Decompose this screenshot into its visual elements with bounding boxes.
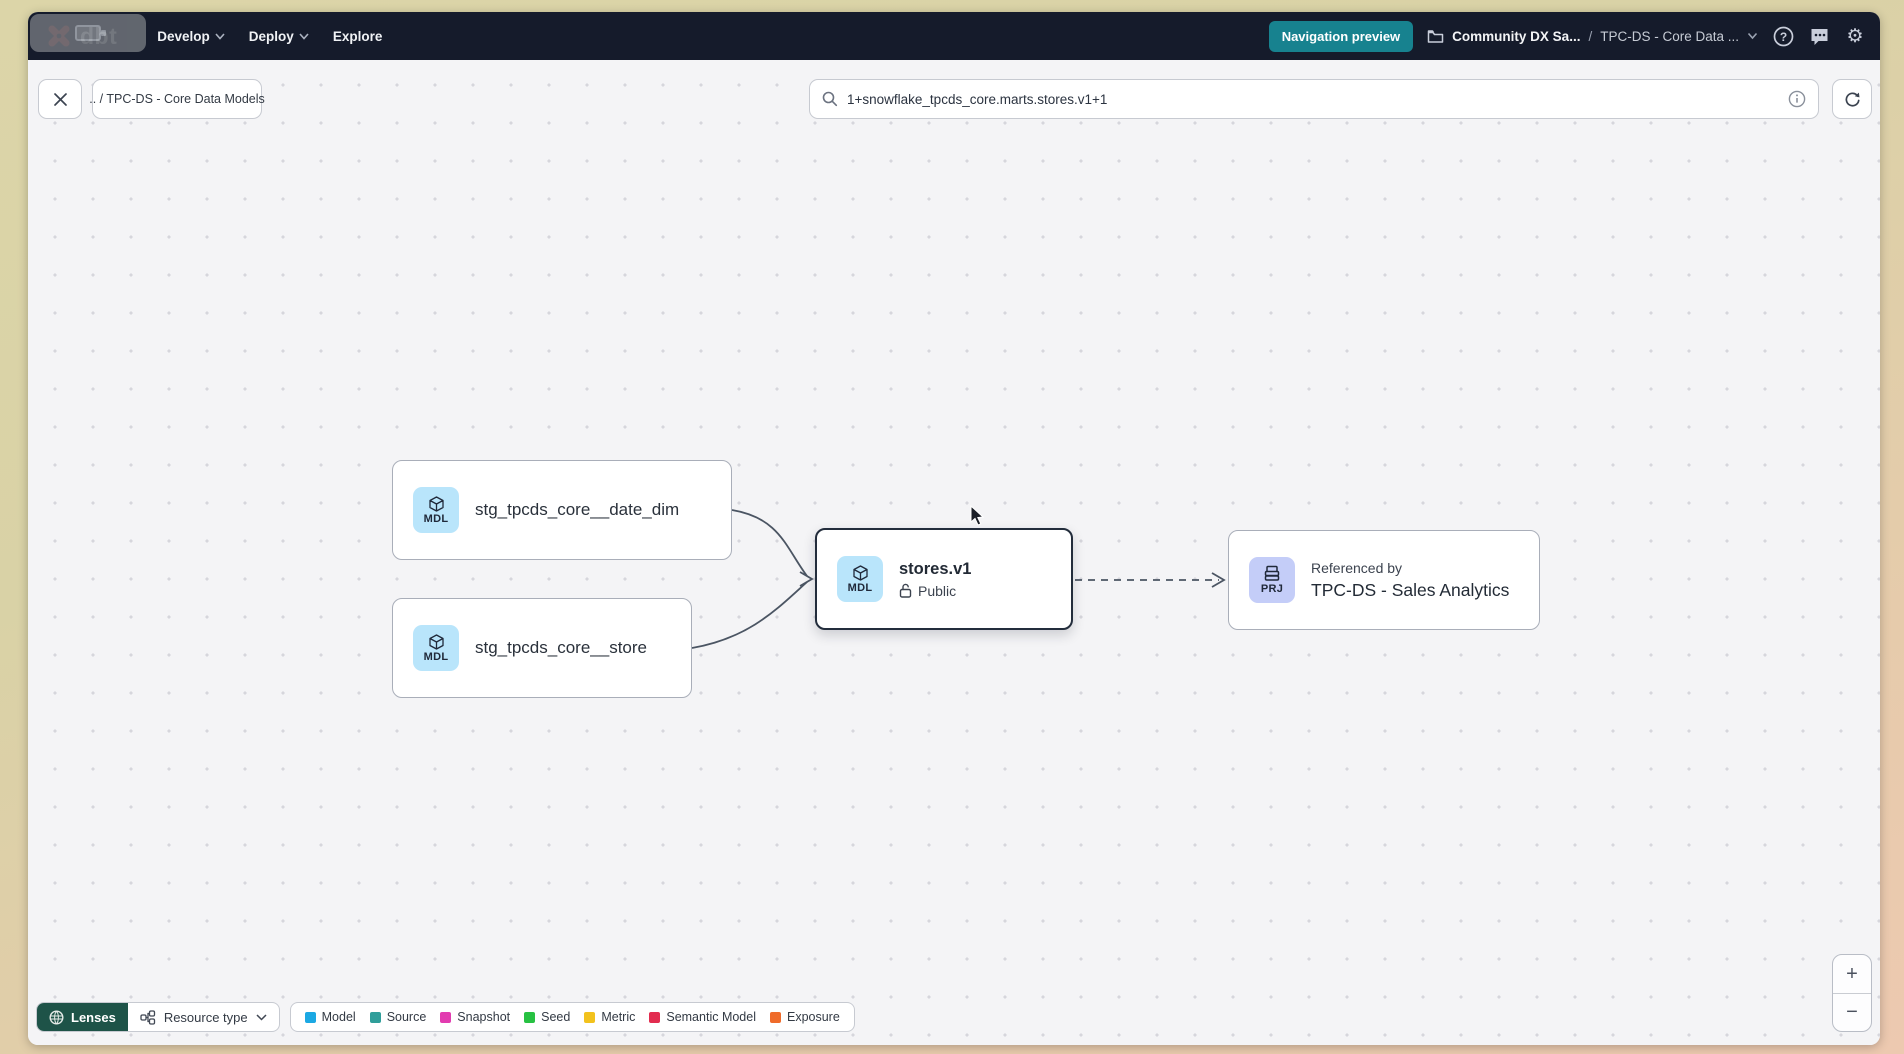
project-breadcrumb[interactable]: Community DX Sa... / TPC-DS - Core Data … — [1427, 29, 1758, 44]
refresh-lineage-button[interactable] — [1832, 79, 1872, 119]
search-icon — [822, 91, 838, 107]
model-node-stores-v1-selected[interactable]: MDL stores.v1 Public — [815, 528, 1073, 630]
svg-text:?: ? — [1779, 30, 1786, 44]
breadcrumb-account[interactable]: Community DX Sa... — [1452, 28, 1581, 44]
zoom-in-button[interactable]: + — [1846, 962, 1858, 985]
info-icon[interactable] — [1788, 90, 1806, 108]
cube-icon — [428, 633, 444, 650]
mouse-cursor — [970, 505, 985, 526]
node-title: stores.v1 — [899, 559, 972, 578]
cube-icon — [852, 564, 868, 581]
project-node-tpcds-sales-analytics[interactable]: PRJ Referenced by TPC-DS - Sales Analyti… — [1228, 530, 1540, 630]
legend-source: Source — [369, 1010, 427, 1024]
zoom-controls: + − — [1832, 954, 1872, 1032]
resource-badge: MDL — [847, 581, 873, 594]
node-label: stg_tpcds_core__store — [475, 638, 647, 657]
source-color-swatch — [369, 1011, 381, 1023]
legend-seed: Seed — [524, 1010, 570, 1024]
camera-icon — [75, 25, 106, 41]
lineage-selector-input[interactable] — [847, 91, 1779, 107]
legend-label: Seed — [541, 1010, 571, 1024]
legend-label: Metric — [601, 1010, 636, 1024]
unlock-icon — [899, 583, 912, 598]
edge-arrowhead — [1211, 572, 1226, 588]
lenses-label: Lenses — [71, 1009, 116, 1025]
resource-badge: PRJ — [1260, 583, 1284, 595]
legend-label: Snapshot — [457, 1010, 511, 1024]
screen-recording-overlay — [30, 14, 146, 52]
archive-stack-icon — [1264, 565, 1280, 581]
edge-store-to-stores — [691, 581, 808, 649]
model-resource-icon: MDL — [413, 625, 459, 671]
lenses-button[interactable]: Lenses — [37, 1003, 128, 1031]
legend-label: Model — [321, 1010, 356, 1024]
model-node-stg-tpcds-core-store[interactable]: MDL stg_tpcds_core__store — [392, 598, 692, 698]
lenses-group: Lenses Resource type — [36, 1002, 280, 1032]
semantic-model-color-swatch — [649, 1011, 661, 1023]
resource-type-dropdown[interactable]: Resource type — [128, 1003, 279, 1031]
lineage-edges — [691, 509, 1226, 649]
lineage-toolbar: .. / TPC-DS - Core Data Models — [38, 79, 1872, 119]
canvas-controls: Lenses Resource type Model — [36, 1002, 855, 1032]
legend-semantic-model: Semantic Model — [649, 1010, 756, 1024]
snapshot-color-swatch — [440, 1011, 452, 1023]
edge-arrowhead — [799, 571, 814, 587]
resource-type-label: Resource type — [163, 1009, 248, 1025]
app-window: dbt Develop Deploy Explore Navigation pr… — [28, 12, 1880, 1045]
close-lineage-button[interactable] — [38, 79, 82, 119]
lens-icon — [49, 1009, 64, 1025]
legend-snapshot: Snapshot — [440, 1010, 510, 1024]
legend-model: Model — [304, 1010, 356, 1024]
exposure-color-swatch — [769, 1011, 781, 1023]
project-resource-icon: PRJ — [1249, 557, 1295, 603]
access-label: Public — [918, 582, 957, 599]
legend-metric: Metric — [584, 1010, 635, 1024]
refresh-icon — [1845, 91, 1860, 107]
model-resource-icon: MDL — [837, 556, 883, 602]
zoom-out-button[interactable]: − — [1833, 993, 1871, 1031]
metric-color-swatch — [584, 1011, 596, 1023]
edge-datedim-to-stores — [731, 509, 808, 577]
resource-badge: MDL — [423, 650, 449, 663]
referenced-by-label: Referenced by — [1311, 559, 1403, 576]
graph-nodes-icon — [140, 1009, 155, 1025]
legend-label: Source — [386, 1010, 427, 1024]
close-icon — [53, 92, 67, 106]
navigation-preview-badge[interactable]: Navigation preview — [1268, 20, 1414, 52]
settings-gear-icon[interactable]: ⚙ — [1844, 25, 1866, 47]
nav-develop[interactable]: Develop — [145, 21, 237, 52]
seed-color-swatch — [524, 1011, 536, 1023]
node-label: stg_tpcds_core__date_dim — [475, 500, 680, 519]
nav-develop-label: Develop — [157, 28, 210, 44]
lineage-canvas[interactable]: .. / TPC-DS - Core Data Models — [28, 60, 1880, 1045]
help-icon[interactable]: ? — [1772, 25, 1794, 47]
top-navbar: dbt Develop Deploy Explore Navigation pr… — [28, 12, 1880, 60]
model-node-stg-tpcds-core-date-dim[interactable]: MDL stg_tpcds_core__date_dim — [392, 460, 732, 560]
legend-label: Semantic Model — [666, 1010, 756, 1024]
chevron-down-icon[interactable] — [1747, 32, 1758, 40]
model-resource-icon: MDL — [413, 487, 459, 533]
node-title: TPC-DS - Sales Analytics — [1311, 579, 1510, 600]
chevron-down-icon — [215, 32, 225, 40]
nav-deploy[interactable]: Deploy — [237, 21, 321, 52]
breadcrumb-separator: / — [1588, 28, 1593, 44]
legend-label: Exposure — [786, 1010, 840, 1024]
cube-icon — [428, 495, 444, 512]
folder-icon — [1427, 29, 1444, 43]
resource-badge: MDL — [423, 512, 449, 525]
nav-explore[interactable]: Explore — [321, 21, 395, 52]
gear-glyph: ⚙ — [1846, 25, 1864, 47]
access-row: Public — [899, 583, 971, 599]
nav-explore-label: Explore — [332, 28, 383, 44]
chevron-down-icon — [256, 1013, 267, 1021]
breadcrumb-project[interactable]: TPC-DS - Core Data ... — [1600, 28, 1739, 44]
resource-type-legend: Model Source Snapshot Seed Metric Semant… — [289, 1002, 855, 1032]
feedback-icon[interactable] — [1808, 25, 1830, 47]
model-color-swatch — [304, 1011, 316, 1023]
lineage-search-box — [809, 79, 1819, 119]
nav-deploy-label: Deploy — [248, 28, 294, 44]
legend-exposure: Exposure — [769, 1010, 840, 1024]
lineage-breadcrumb-chip[interactable]: .. / TPC-DS - Core Data Models — [89, 79, 265, 119]
chevron-down-icon — [299, 32, 309, 40]
